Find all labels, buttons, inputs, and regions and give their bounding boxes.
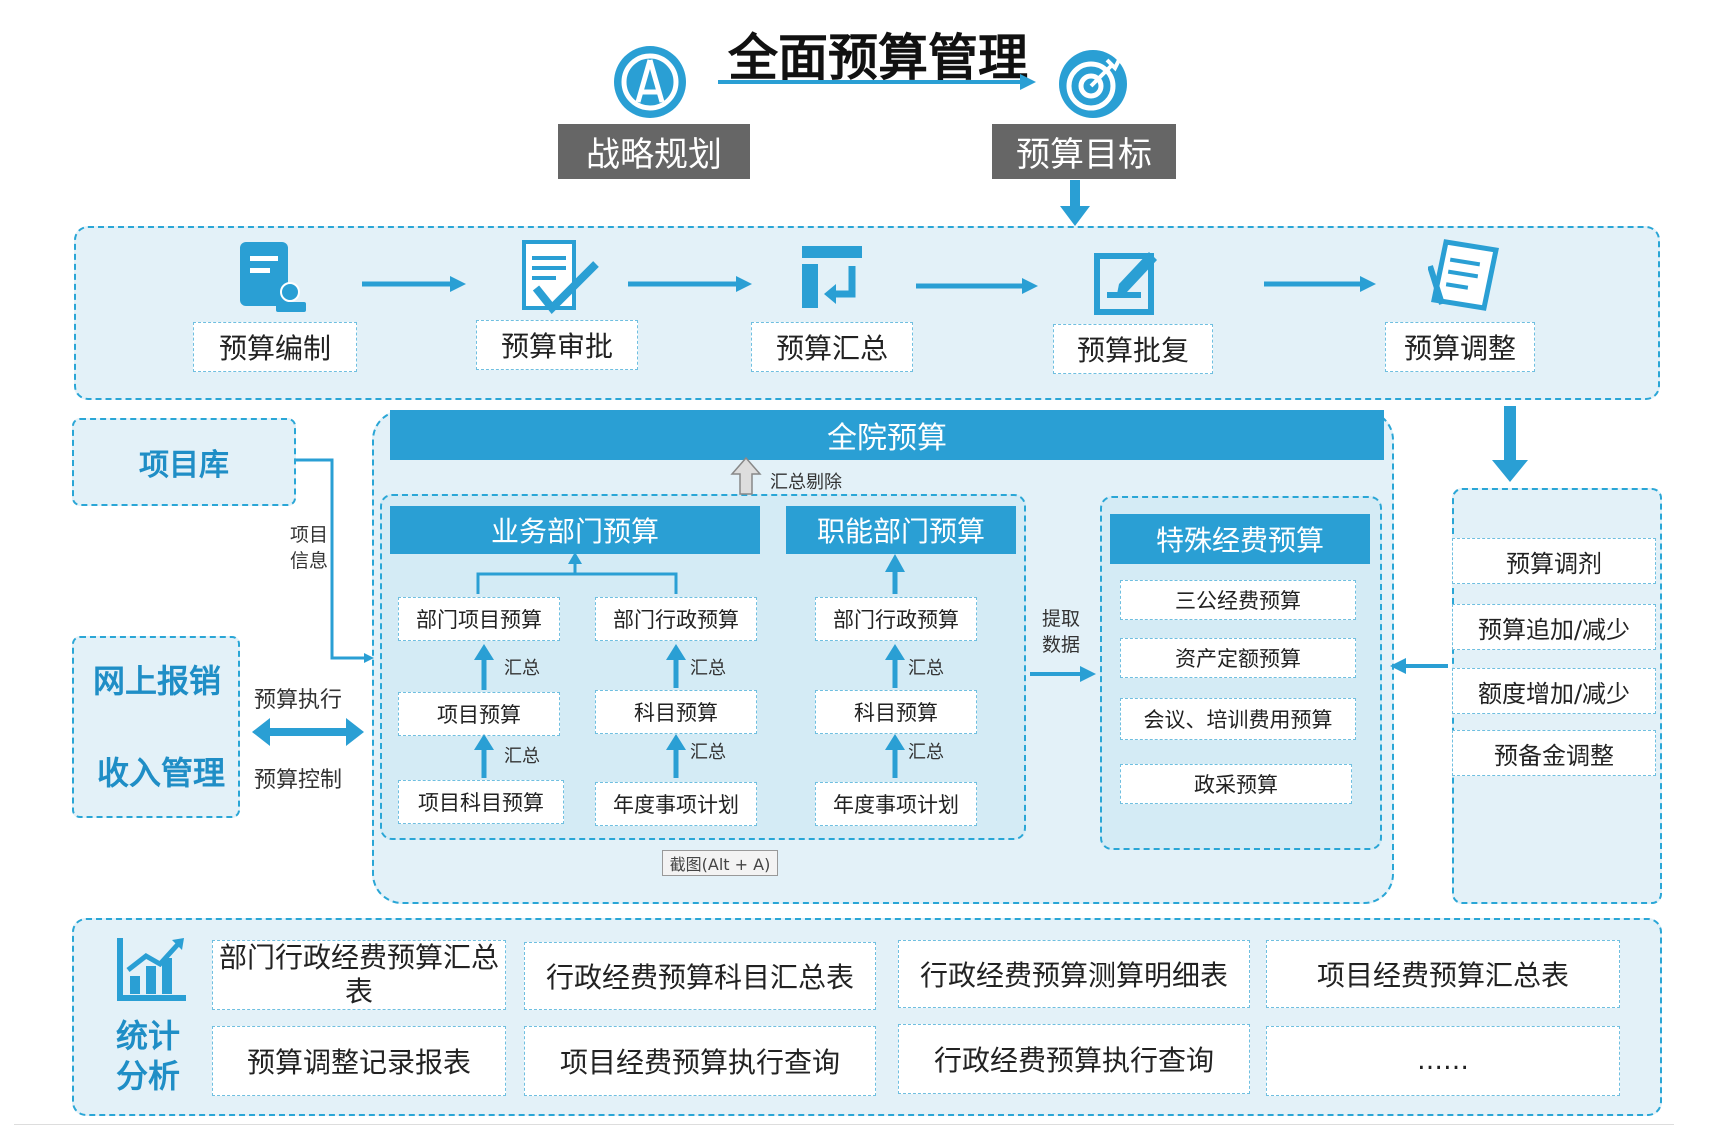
- strategy-icon: [612, 44, 688, 120]
- page-title: 全面预算管理: [728, 29, 1028, 87]
- business-department-title: 业务部门预算: [390, 506, 760, 554]
- sum-label: 汇总: [504, 658, 540, 679]
- report-admin-exec-query[interactable]: 行政经费预算执行查询: [898, 1024, 1250, 1094]
- budget-add-reduce[interactable]: 预算追加/减少: [1452, 604, 1656, 650]
- project-info-label: 项目 信息: [290, 524, 329, 572]
- reply-edit-icon: [1093, 246, 1161, 316]
- adjust-down-arrow-head: [1492, 460, 1528, 482]
- target-label: 预算目标: [992, 124, 1176, 179]
- budget-control-label: 预算控制: [254, 768, 343, 793]
- asset-quota-budget[interactable]: 资产定额预算: [1120, 638, 1356, 678]
- adjust-list-icon: [1428, 236, 1502, 314]
- budget-execution-label: 预算执行: [254, 688, 343, 713]
- annual-plan-business[interactable]: 年度事项计划: [595, 782, 757, 826]
- target-down-arrow-head: [1060, 206, 1090, 226]
- report-more[interactable]: ……: [1266, 1026, 1620, 1096]
- edit-form-icon: [238, 240, 310, 316]
- summary-icon: [800, 244, 864, 310]
- sum-label: 汇总: [504, 746, 540, 767]
- target-icon: [1057, 48, 1129, 120]
- sum-label: 汇总: [690, 742, 726, 763]
- external-systems-panel: [72, 636, 240, 818]
- dept-admin-budget-functional[interactable]: 部门行政预算: [815, 597, 977, 641]
- aggregate-removal-label: 汇总剔除: [770, 472, 842, 493]
- process-step-compile[interactable]: 预算编制: [193, 322, 357, 372]
- process-panel: [74, 226, 1660, 400]
- report-dept-admin-summary[interactable]: 部门行政经费预算汇总表: [212, 940, 506, 1010]
- sum-label: 汇总: [690, 658, 726, 679]
- report-adjust-record[interactable]: 预算调整记录报表: [212, 1026, 506, 1096]
- subject-budget-functional[interactable]: 科目预算: [815, 690, 977, 734]
- report-project-exec-query[interactable]: 项目经费预算执行查询: [524, 1026, 876, 1096]
- project-library-panel: [72, 418, 296, 506]
- project-library[interactable]: 项目库: [139, 448, 229, 483]
- approve-doc-icon: [518, 238, 602, 320]
- report-admin-subject-summary[interactable]: 行政经费预算科目汇总表: [524, 942, 876, 1010]
- three-public-budget[interactable]: 三公经费预算: [1120, 580, 1356, 620]
- process-step-reply[interactable]: 预算批复: [1053, 324, 1213, 374]
- bottom-divider: [14, 1124, 1674, 1125]
- process-step-approve[interactable]: 预算审批: [476, 320, 638, 370]
- chart-icon: [116, 936, 188, 1004]
- budget-transfer[interactable]: 预算调剂: [1452, 538, 1656, 584]
- process-step-adjust[interactable]: 预算调整: [1385, 322, 1535, 372]
- subject-budget-business[interactable]: 科目预算: [595, 690, 757, 734]
- process-step-summarize[interactable]: 预算汇总: [751, 322, 913, 372]
- functional-department-title: 职能部门预算: [786, 506, 1016, 554]
- special-budget-title: 特殊经费预算: [1110, 514, 1370, 564]
- income-management[interactable]: 收入管理: [96, 754, 225, 792]
- meeting-training-budget[interactable]: 会议、培训费用预算: [1120, 698, 1356, 740]
- hospital-budget-bar: 全院预算: [390, 410, 1384, 460]
- sum-label: 汇总: [908, 742, 944, 763]
- project-subject-budget[interactable]: 项目科目预算: [398, 780, 564, 824]
- dept-admin-budget-business[interactable]: 部门行政预算: [595, 597, 757, 641]
- procurement-budget[interactable]: 政采预算: [1120, 764, 1352, 804]
- report-project-summary[interactable]: 项目经费预算汇总表: [1266, 940, 1620, 1008]
- online-reimbursement[interactable]: 网上报销: [92, 662, 221, 700]
- dept-project-budget[interactable]: 部门项目预算: [398, 597, 560, 641]
- stats-analysis-label: 统计 分析: [116, 1017, 181, 1095]
- screenshot-tooltip: 截图(Alt + A): [662, 850, 778, 876]
- annual-plan-functional[interactable]: 年度事项计划: [815, 782, 977, 826]
- sum-label: 汇总: [908, 658, 944, 679]
- report-admin-calc-detail[interactable]: 行政经费预算测算明细表: [898, 940, 1250, 1008]
- reserve-adjust[interactable]: 预备金调整: [1452, 730, 1656, 776]
- extract-data-label: 提取 数据: [1042, 608, 1081, 656]
- quota-add-reduce[interactable]: 额度增加/减少: [1452, 668, 1656, 714]
- project-budget[interactable]: 项目预算: [398, 692, 560, 736]
- strategy-label: 战略规划: [558, 124, 750, 179]
